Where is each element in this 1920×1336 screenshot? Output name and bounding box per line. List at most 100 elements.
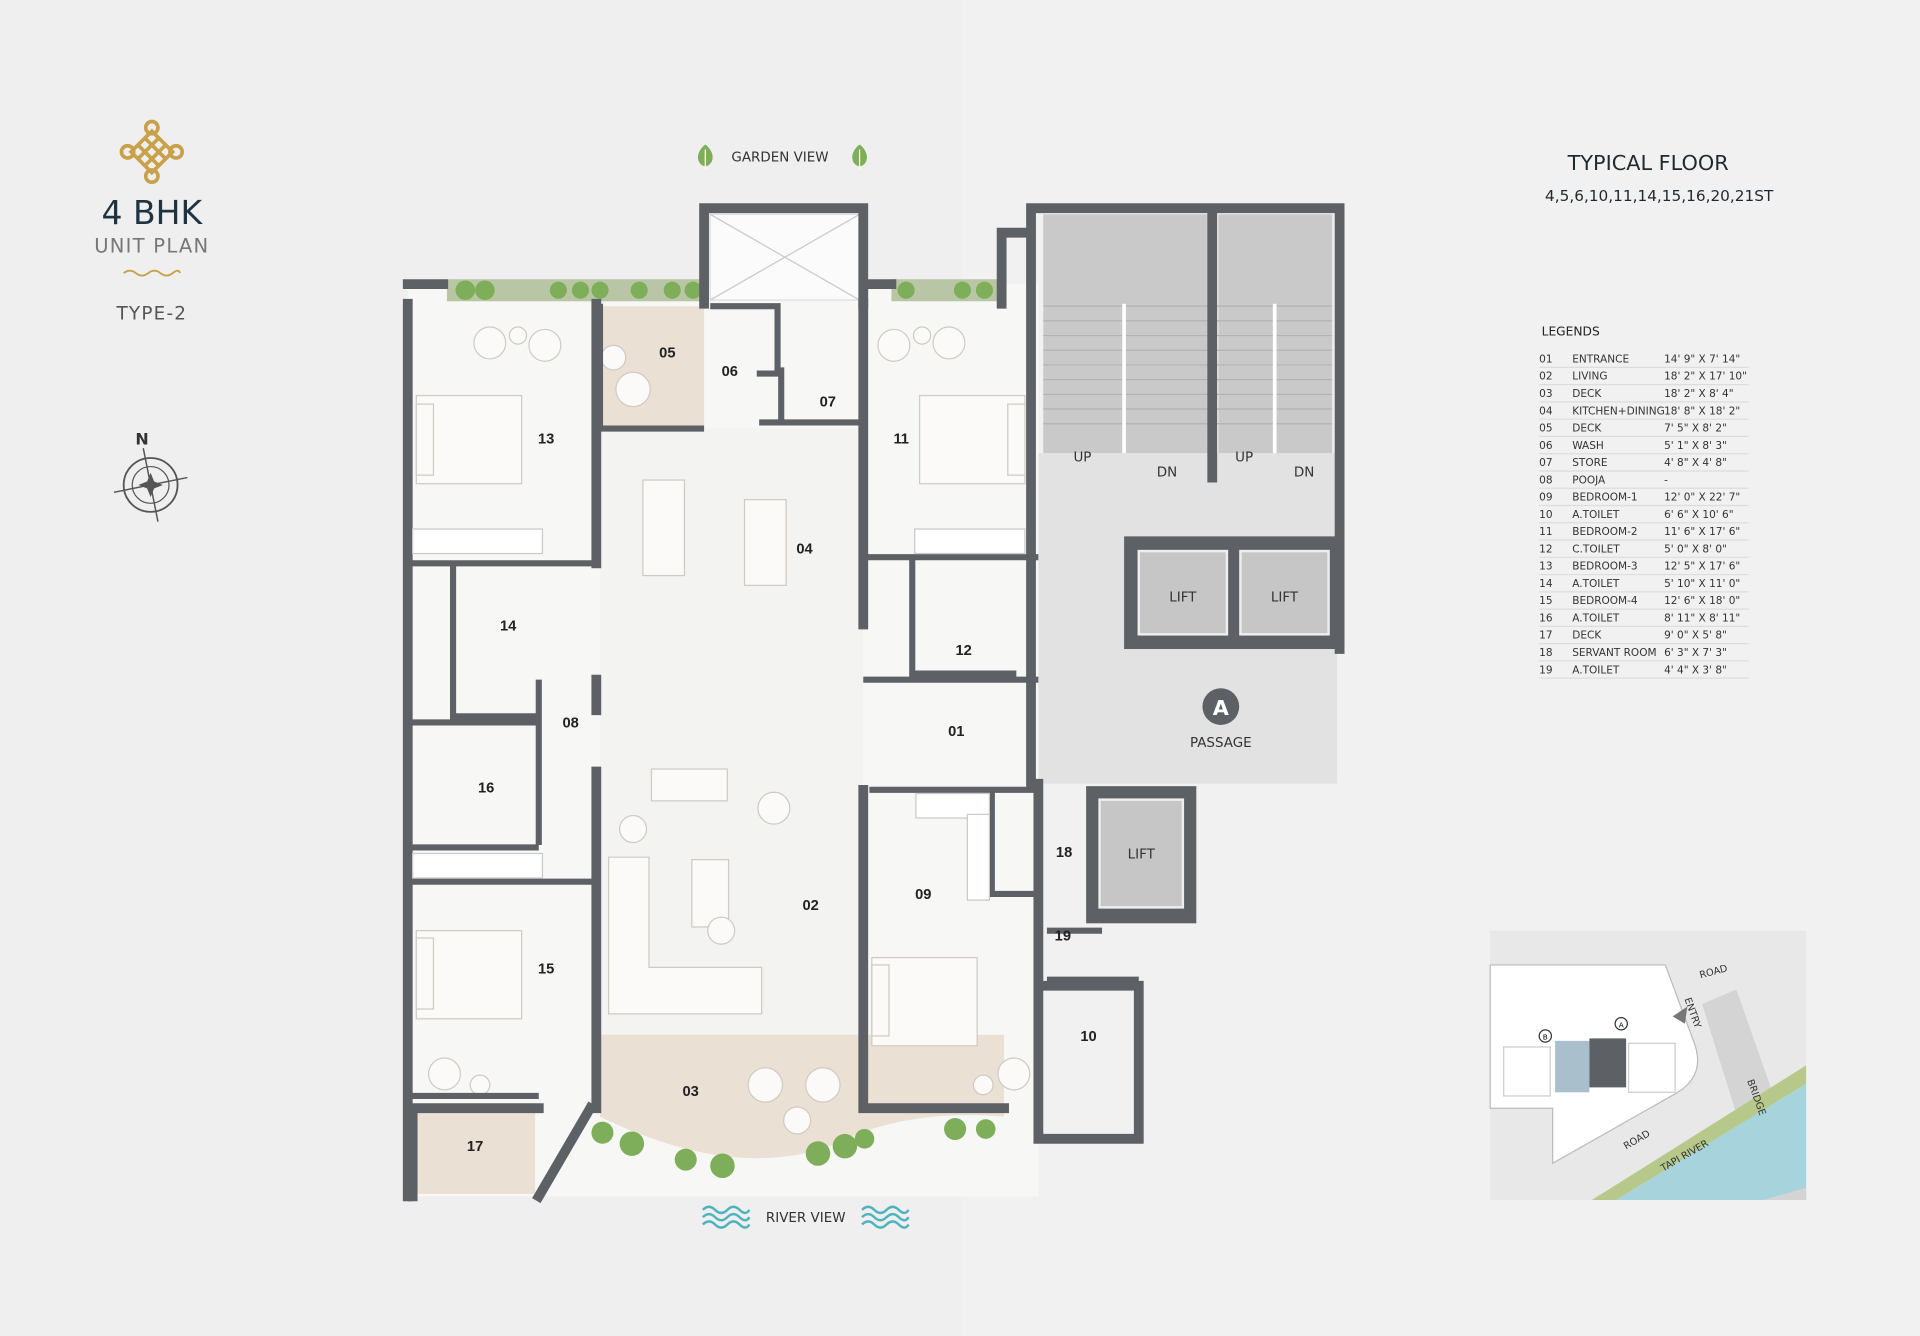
room-label-03: 03	[682, 1084, 698, 1100]
room-label-01: 01	[948, 724, 964, 740]
bhk-title: 4 BHK	[101, 193, 203, 232]
key-plan: B A ROAD ENTRY BRIDGE ROAD TAPI RIVER	[1489, 930, 1807, 1201]
unit-plan-subtitle: UNIT PLAN	[94, 234, 209, 257]
legend-name: A.TOILET	[1572, 509, 1620, 521]
room-label-06: 06	[722, 364, 738, 380]
room-label-02: 02	[802, 898, 818, 914]
legend-row: 01 ENTRANCE 14' 9" X 7' 14"	[1539, 353, 1749, 368]
room-label-19: 19	[1055, 928, 1071, 944]
deck-17	[412, 1108, 536, 1194]
legend-no: 02	[1539, 371, 1552, 383]
legend-name: DECK	[1572, 630, 1602, 642]
floor-numbers: 4,5,6,10,11,14,15,16,20,21ST	[1545, 187, 1774, 205]
legend-name: SERVANT ROOM	[1572, 647, 1656, 659]
room-label-05: 05	[659, 346, 675, 362]
room-label-08: 08	[562, 715, 578, 731]
legend-heading: LEGENDS	[1542, 325, 1600, 339]
lift-label: LIFT	[1169, 590, 1197, 605]
legend-no: 15	[1539, 595, 1552, 607]
stair-up-label: UP	[1235, 451, 1253, 466]
tree-icon	[697, 144, 713, 170]
legend-no: 18	[1539, 647, 1552, 659]
knot-logo-icon	[119, 119, 185, 185]
room-label-17: 17	[467, 1139, 483, 1155]
river	[1616, 1083, 1807, 1201]
room-label-16: 16	[478, 780, 494, 796]
gold-wave-divider	[123, 269, 181, 277]
room-label-11: 11	[893, 431, 909, 447]
legend-no: 04	[1539, 405, 1553, 417]
legend-size: 12' 6" X 18' 0"	[1664, 595, 1740, 607]
legend-size: 5' 0" X 8' 0"	[1664, 543, 1727, 555]
legend-name: BEDROOM-3	[1572, 561, 1637, 573]
legend-name: BEDROOM-1	[1572, 492, 1637, 504]
room-label-12: 12	[956, 643, 972, 659]
legend-size: 6' 6" X 10' 6"	[1664, 509, 1733, 521]
legend-name: ENTRANCE	[1572, 353, 1629, 365]
compass-north-label: N	[135, 430, 148, 449]
legend-size: 18' 8" X 18' 2"	[1664, 405, 1740, 417]
tower-a-badge	[1202, 688, 1240, 725]
water-waves-icon	[701, 1205, 910, 1229]
legend-name: BEDROOM-2	[1572, 526, 1637, 538]
legend-no: 19	[1539, 664, 1552, 676]
lift-label: LIFT	[1271, 590, 1299, 605]
legend-no: 08	[1539, 474, 1552, 486]
legend-size: 4' 4" X 3' 8"	[1664, 664, 1727, 676]
legend-no: 16	[1539, 612, 1553, 624]
key-plan-tower-b: B	[1543, 1033, 1548, 1042]
legend-name: KITCHEN+DINING	[1572, 405, 1665, 417]
legend-size: 14' 9" X 7' 14"	[1664, 353, 1740, 365]
room-label-18: 18	[1056, 845, 1072, 861]
lift	[1137, 549, 1229, 636]
legend-size: 5' 10" X 11' 0"	[1664, 578, 1740, 590]
legend-name: BEDROOM-4	[1572, 595, 1638, 607]
legend-name: POOJA	[1572, 474, 1606, 486]
legend-size: 18' 2" X 17' 10"	[1664, 371, 1747, 383]
room-label-10: 10	[1080, 1029, 1096, 1045]
passage-label: PASSAGE	[1190, 736, 1252, 751]
legend-no: 06	[1539, 440, 1553, 452]
walls	[402, 203, 1345, 1204]
tower-a-badge-label: A	[1213, 696, 1229, 720]
unit-type: TYPE-2	[115, 304, 187, 325]
legend-size: 9' 0" X 5' 8"	[1664, 630, 1727, 642]
legend-size: 12' 0" X 22' 7"	[1664, 492, 1740, 504]
legend-no: 01	[1539, 353, 1552, 365]
legend-no: 03	[1539, 388, 1552, 400]
deck-03	[600, 1034, 1005, 1159]
lift	[1239, 549, 1330, 636]
legend-size: 8' 11" X 8' 11"	[1664, 612, 1740, 624]
stair-down-label: DN	[1157, 465, 1177, 480]
legend-name: A.TOILET	[1572, 578, 1620, 590]
room-label-07: 07	[820, 395, 836, 411]
legend-no: 07	[1539, 457, 1552, 469]
tree-icon	[852, 144, 867, 170]
room-label-04: 04	[796, 542, 813, 558]
garden-view-label: GARDEN VIEW	[731, 151, 828, 166]
key-plan-tower-a: A	[1619, 1020, 1624, 1029]
legend-name: A.TOILET	[1572, 664, 1620, 676]
room-label-13: 13	[538, 431, 554, 447]
room-label-09: 09	[915, 887, 931, 903]
typical-floor-heading: TYPICAL FLOOR	[1567, 151, 1729, 175]
legend-size: 12' 5" X 17' 6"	[1664, 561, 1740, 573]
legend-name: DECK	[1572, 423, 1602, 435]
legend-size: 18' 2" X 8' 4"	[1664, 388, 1733, 400]
legend-row: 15 BEDROOM-4 12' 6" X 18' 0"	[1539, 595, 1749, 610]
